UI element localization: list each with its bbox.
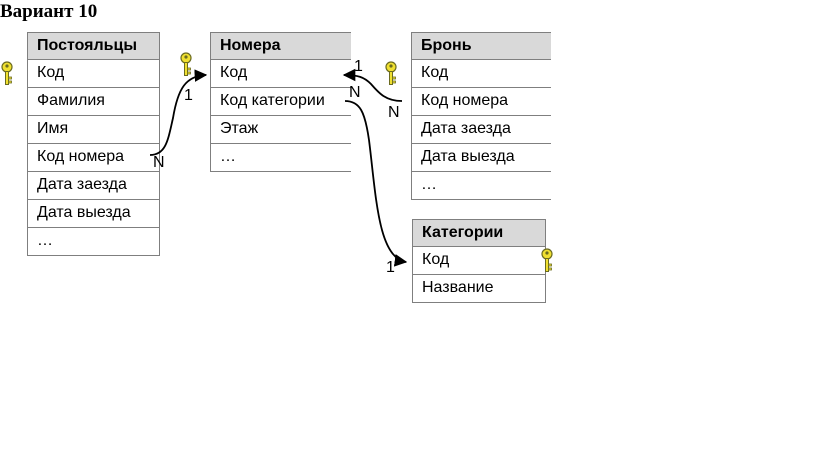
field-booking-more: … <box>411 172 551 200</box>
cardinality-label: 1 <box>354 58 363 75</box>
link-guests-rooms <box>149 69 208 156</box>
cardinality-label: N <box>349 84 361 101</box>
field-rooms-floor: Этаж <box>210 116 351 144</box>
link-rooms-categories <box>344 100 408 267</box>
field-rooms-more: … <box>210 144 351 172</box>
table-booking-header: Бронь <box>411 32 551 60</box>
field-guests-firstname: Имя <box>27 116 160 144</box>
table-categories: Категории Код Название <box>412 219 546 303</box>
field-guests-more: … <box>27 228 160 256</box>
table-guests: Постояльцы Код Фамилия Имя Код номера Да… <box>27 32 160 256</box>
field-rooms-category-id: Код категории <box>210 88 351 116</box>
key-icon <box>385 61 397 85</box>
table-rooms: Номера Код Код категории Этаж … <box>210 32 351 172</box>
field-booking-checkout: Дата выезда <box>411 144 551 172</box>
field-categories-name: Название <box>412 275 546 303</box>
cardinality-label: 1 <box>386 259 395 276</box>
field-booking-checkin: Дата заезда <box>411 116 551 144</box>
table-guests-header: Постояльцы <box>27 32 160 60</box>
key-icon <box>1 61 13 85</box>
cardinality-label: N <box>388 104 400 121</box>
field-guests-room-id: Код номера <box>27 144 160 172</box>
field-guests-surname: Фамилия <box>27 88 160 116</box>
key-icon <box>180 52 192 76</box>
key-icon <box>541 248 553 272</box>
page-title: Вариант 10 <box>0 1 98 22</box>
field-guests-id: Код <box>27 60 160 88</box>
table-booking: Бронь Код Код номера Дата заезда Дата вы… <box>411 32 551 200</box>
link-booking-rooms <box>342 68 403 102</box>
table-categories-header: Категории <box>412 219 546 247</box>
field-booking-id: Код <box>411 60 551 88</box>
field-rooms-id: Код <box>210 60 351 88</box>
field-guests-checkin: Дата заезда <box>27 172 160 200</box>
field-booking-room-id: Код номера <box>411 88 551 116</box>
cardinality-label: 1 <box>184 87 193 104</box>
field-categories-id: Код <box>412 247 546 275</box>
field-guests-checkout: Дата выезда <box>27 200 160 228</box>
table-rooms-header: Номера <box>210 32 351 60</box>
cardinality-label: N <box>153 154 165 171</box>
